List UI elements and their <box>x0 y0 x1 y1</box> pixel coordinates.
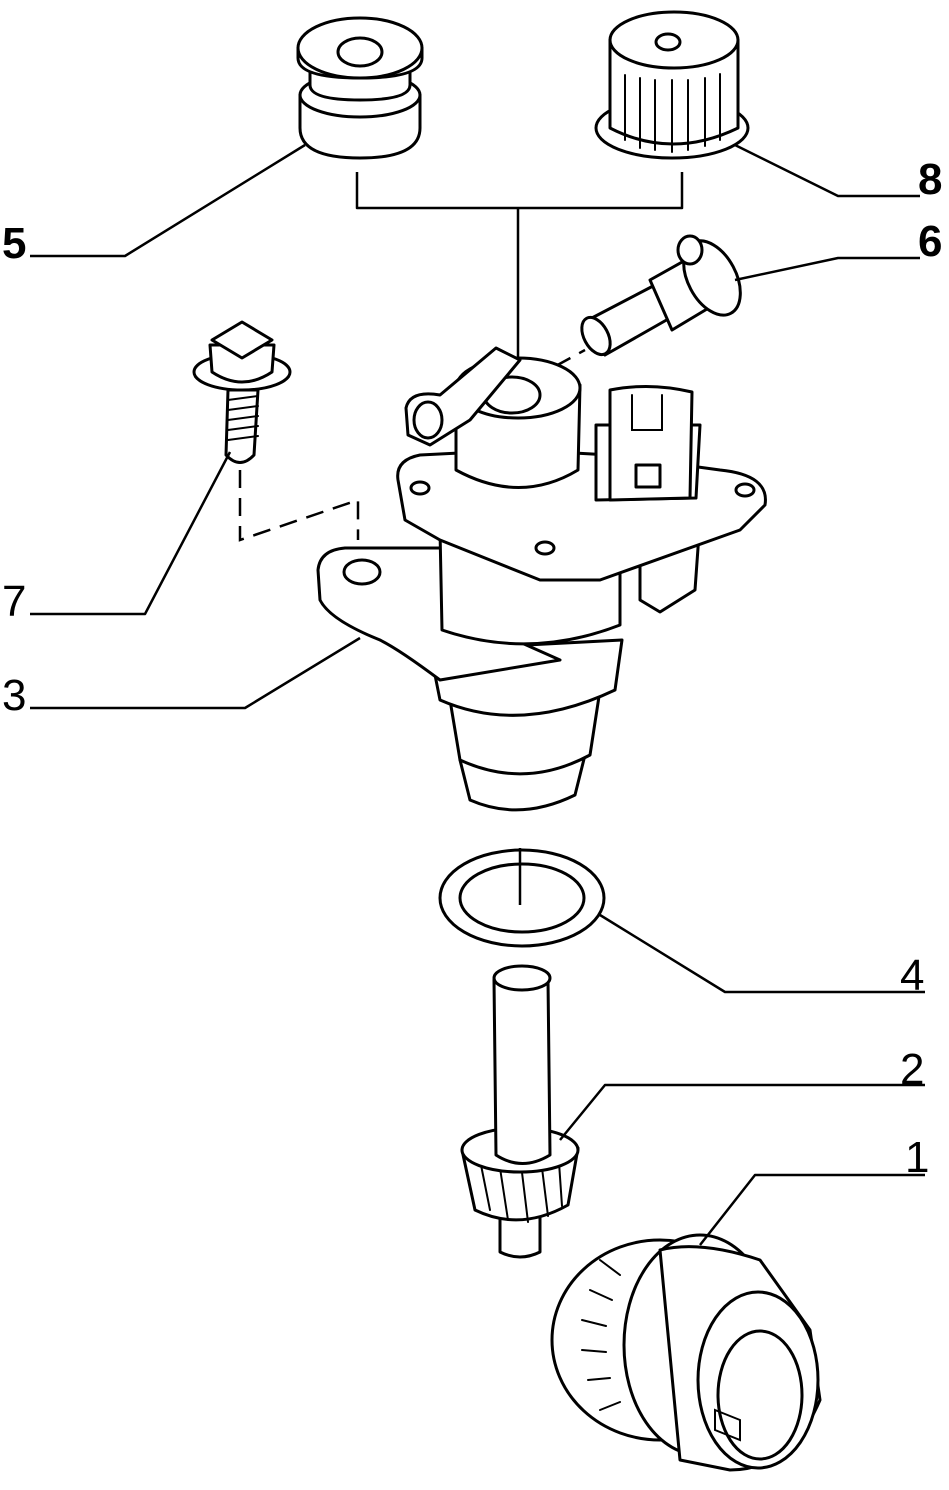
bolt-axis-line <box>238 470 360 542</box>
callout-6: 6 <box>918 217 942 266</box>
callout-8: 8 <box>918 155 942 204</box>
callout-3: 3 <box>2 671 26 720</box>
leader-2 <box>559 1083 925 1141</box>
callout-5: 5 <box>2 219 26 268</box>
cap-part <box>594 10 750 160</box>
sensor-housing-part <box>316 346 767 812</box>
callout-7: 7 <box>2 577 26 626</box>
pinion-shaft-part <box>460 964 580 1259</box>
grommet-part <box>296 16 424 160</box>
callout-2: 2 <box>900 1045 924 1094</box>
callout-1: 1 <box>905 1133 929 1182</box>
callout-4: 4 <box>900 951 924 1000</box>
leader-7 <box>30 451 232 616</box>
leader-5 <box>30 143 306 258</box>
leader-6 <box>734 256 920 282</box>
drive-gear-part <box>550 1233 822 1472</box>
leader-3 <box>30 636 361 710</box>
leader-8 <box>734 143 920 198</box>
bolt-part <box>192 320 292 464</box>
pin-part <box>580 234 742 357</box>
o-ring-part <box>438 848 606 948</box>
grouping-bracket <box>355 172 684 210</box>
leader-4 <box>599 913 925 994</box>
leader-1 <box>699 1173 925 1246</box>
